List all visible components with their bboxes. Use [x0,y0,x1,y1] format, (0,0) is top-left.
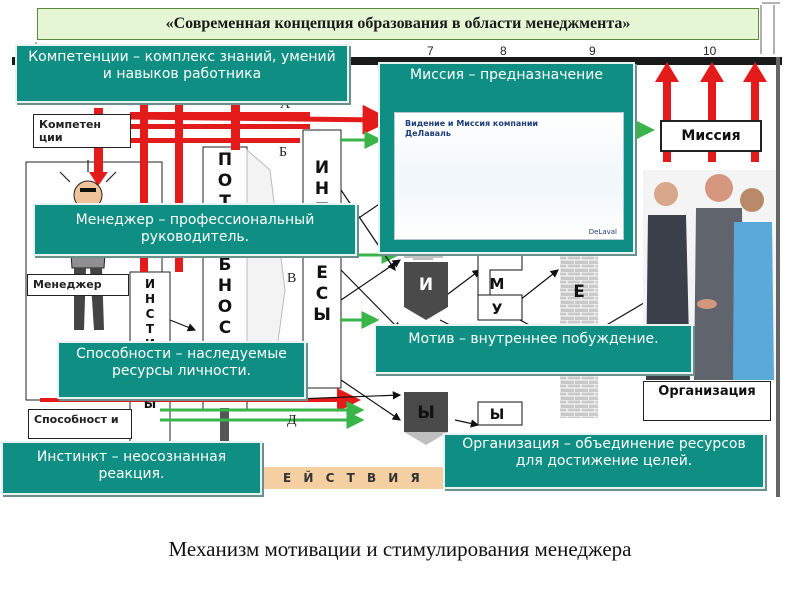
interests-column-letter: Н [314,179,330,199]
people-photo [643,170,776,380]
competencies-label: Компетен ции [33,114,131,148]
abilities-column-letter: О [217,171,233,191]
slip-letter-y: Ы [489,407,505,423]
page-caption: Механизм мотивации и стимулирования мене… [168,537,632,561]
slip-letter-u: У [491,302,503,318]
abilities-column-letter: Т [219,192,231,212]
abilities-callout: Способности – наследуемые ресурсы личнос… [57,341,306,399]
instinct-callout: Инстинкт – неосознанная реакция. [1,441,262,495]
slide-title: Видение и Миссия компании ДеЛаваль [405,119,539,138]
column-number-7: 7 [427,44,434,58]
stage-letter-1: И [418,275,434,295]
letter-b: Б [279,145,288,160]
instincts-column-letter: Т [145,322,155,336]
abilities-column-letter: С [218,318,232,338]
stage-arrows [404,242,448,445]
organization-label: Организация [643,381,771,421]
motive-callout: Мотив – внутреннее побуждение. [374,324,693,374]
mission-callout: Миссия – предназначение Видение и Миссия… [378,62,635,254]
interests-column-letter: Е [316,263,328,283]
instincts-column-letter: Ы [143,397,157,411]
mission-callout-text: Миссия – предназначение [410,67,603,83]
letter-d: Д [287,413,297,428]
letter-a: А [280,97,291,112]
stage-letter-2: Ы [417,403,435,423]
abilities-column-letter: О [217,297,233,317]
abilities-stem [220,408,229,470]
mission-label: Миссия [660,120,762,152]
right-frame [776,57,780,497]
column-number-9: 9 [589,44,596,58]
instincts-column-letter: И [144,278,156,291]
organization-callout: Организация – объединение ресурсов для д… [443,433,765,489]
instincts-column-letter: С [145,307,155,321]
column-number-10: 10 [703,44,717,58]
mission-arrow [635,120,655,140]
slide-brand: DeLaval [588,228,617,236]
slip-letter-m: М [489,275,505,293]
interests-column-letter: И [314,160,330,178]
instincts-column-letter: Н [144,292,156,306]
abilities-column-letter: Н [217,276,233,296]
title-banner: «Современная концепция образования в обл… [37,8,759,40]
interests-column-letter: Ы [313,305,331,325]
interests-column-letter: С [315,284,329,304]
letter-v: В [287,271,297,286]
abilities-label: Способност и [28,409,132,439]
competence-callout: Компетенции – комплекс знаний, умений и … [15,44,349,103]
mission-slide: Видение и Миссия компании ДеЛаваль DeLav… [394,112,624,240]
abilities-column-letter: Б [218,255,232,275]
interests-column-box [302,129,342,389]
abilities-column-letter: П [217,152,233,170]
column-number-8: 8 [500,44,507,58]
manager-label: Менеджер [27,274,129,296]
wall-letter-top: Е [573,282,585,302]
top-bar [12,57,782,65]
manager-callout: Менеджер – профессиональный руководитель… [33,203,357,256]
slips-shapes [477,254,523,426]
